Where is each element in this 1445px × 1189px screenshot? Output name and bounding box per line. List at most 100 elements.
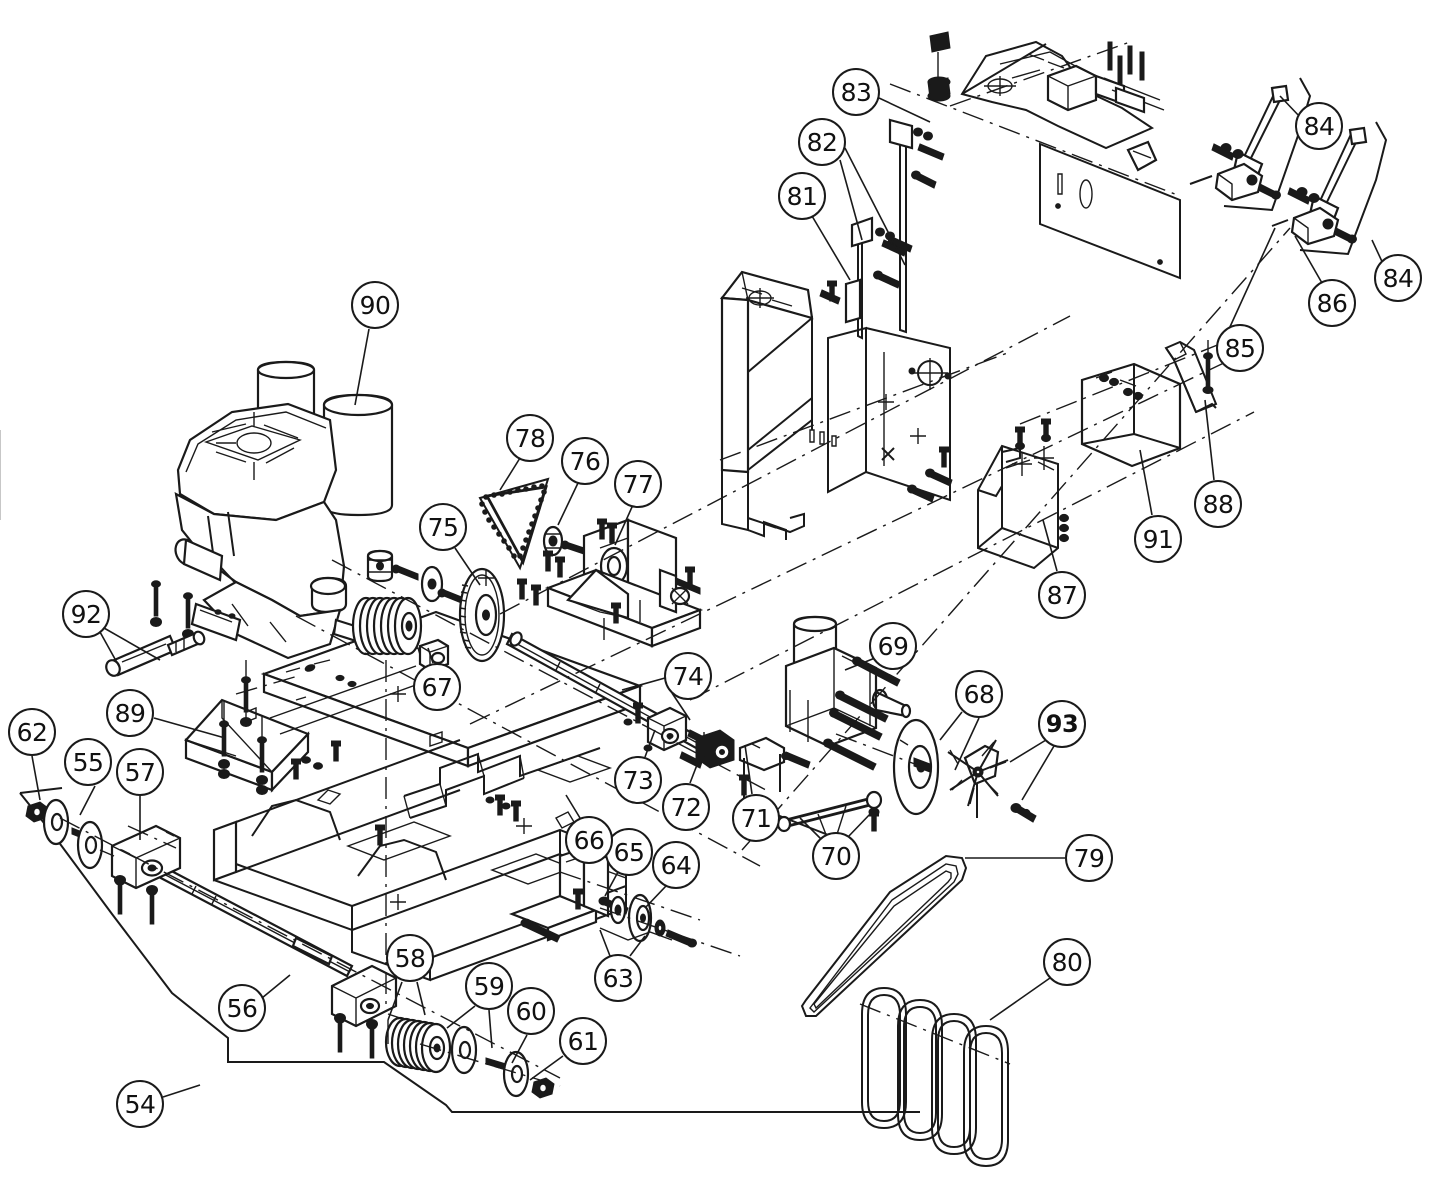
callout-bubble-81[interactable]: 81 [778,172,826,220]
callout-bubble-65[interactable]: 65 [605,828,653,876]
leader-line-59 [488,1009,493,1049]
callout-bubble-62[interactable]: 62 [8,708,56,756]
upper-deck-plate-83 [927,31,1181,280]
callout-bubble-82[interactable]: 82 [798,118,846,166]
leader-line-75 [454,547,481,586]
leader-line-92 [103,627,161,661]
leader-line-61 [529,1055,564,1081]
leader-line-70 [799,817,823,841]
leader-line-78 [499,457,521,491]
callout-bubble-60[interactable]: 60 [507,987,555,1035]
callout-bubble-86[interactable]: 86 [1308,279,1356,327]
callout-bubble-57[interactable]: 57 [116,748,164,796]
callout-bubble-80[interactable]: 80 [1043,938,1091,986]
callout-bubble-56[interactable]: 56 [218,984,266,1032]
callout-bubble-74[interactable]: 74 [664,652,712,700]
pulley-stack-group [384,1013,555,1099]
leader-line-87 [1042,519,1058,572]
leader-line-58 [387,981,403,1021]
callout-bubble-64[interactable]: 64 [652,841,700,889]
callout-bubble-54[interactable]: 54 [116,1080,164,1128]
hose-coil-80 [859,986,1011,1168]
leader-line-74 [671,692,691,721]
callout-bubble-91[interactable]: 91 [1134,515,1182,563]
callout-bubble-59[interactable]: 59 [465,962,513,1010]
leader-line-92 [99,631,121,669]
leader-line-58 [416,981,426,1016]
coupler-72 [695,729,735,769]
callout-bubble-84[interactable]: 84 [1295,102,1343,150]
leader-line-65 [604,871,619,897]
u-bracket-87 [977,418,1069,570]
callout-bubble-71[interactable]: 71 [732,794,780,842]
idler-pulley-76 [542,525,585,557]
callout-bubble-75[interactable]: 75 [419,503,467,551]
leader-line-70 [846,811,873,839]
leader-line-60 [511,1034,528,1064]
leader-line-66 [565,794,581,819]
leader-line-59 [446,1005,476,1029]
flange-bearing-73 [623,702,711,769]
callout-bubble-77[interactable]: 77 [614,460,662,508]
drive-pulley-group [351,549,475,672]
leader-line-55 [79,785,96,816]
callout-bubble-70[interactable]: 70 [812,832,860,880]
leader-line-82 [839,159,863,241]
callout-bubble-68[interactable]: 68 [955,670,1003,718]
callout-bubble-79[interactable]: 79 [1065,834,1113,882]
callout-bubble-72[interactable]: 72 [662,783,710,831]
callout-bubble-63[interactable]: 63 [594,954,642,1002]
engine-mount-plate [184,660,310,795]
leader-line-67 [427,647,434,664]
leader-line-93 [1021,745,1055,801]
roller-chain-78 [478,477,550,571]
callout-bubble-73[interactable]: 73 [614,756,662,804]
leader-line-85 [1223,227,1276,341]
leader-line-54 [162,1084,201,1098]
callout-bubble-66[interactable]: 66 [565,816,613,864]
leader-line-68 [939,711,963,741]
callout-bubble-58[interactable]: 58 [386,934,434,982]
leader-line-73 [644,729,656,758]
leader-line-88 [1204,399,1215,481]
callout-bubble-83[interactable]: 83 [832,68,880,116]
callout-bubble-88[interactable]: 88 [1194,480,1242,528]
leader-line-83 [878,97,931,123]
leader-line-81 [811,215,851,281]
callout-bubble-55[interactable]: 55 [64,738,112,786]
leader-line-86 [1294,235,1323,284]
callout-bubble-89[interactable]: 89 [106,689,154,737]
gas-strut-group [105,630,206,677]
callout-bubble-76[interactable]: 76 [561,437,609,485]
leader-line-80 [989,977,1051,1021]
bearing-bracket-77 [517,518,704,648]
engine-mount-fasteners [150,580,194,639]
leader-line-89 [153,717,226,739]
chute-panel-81 [719,270,953,540]
callout-bubble-93[interactable]: 93 [1038,700,1086,748]
callout-bubble-92[interactable]: 92 [62,590,110,638]
callout-bubble-85[interactable]: 85 [1216,324,1264,372]
tensioner-assembly [508,811,697,948]
leader-line-64 [644,885,667,909]
callout-bubble-61[interactable]: 61 [559,1017,607,1065]
callout-bubble-67[interactable]: 67 [413,663,461,711]
callout-bubble-78[interactable]: 78 [506,414,554,462]
callout-bubble-84[interactable]: 84 [1374,254,1422,302]
callout-bubble-69[interactable]: 69 [869,622,917,670]
leader-line-76 [557,482,579,526]
leader-line-82 [844,147,906,266]
disc-pulley-68 [892,718,940,816]
callout-bubble-87[interactable]: 87 [1038,571,1086,619]
leader-line-62 [31,755,41,801]
v-belt-79 [800,854,968,1017]
leader-line-69 [844,657,876,671]
pin-85 [741,227,1291,851]
leader-line-56 [261,974,291,999]
hub-pulley-left [25,798,115,870]
callout-bubble-90[interactable]: 90 [351,281,399,329]
sprocket-75 [458,567,506,663]
leader-line-63 [629,935,646,957]
